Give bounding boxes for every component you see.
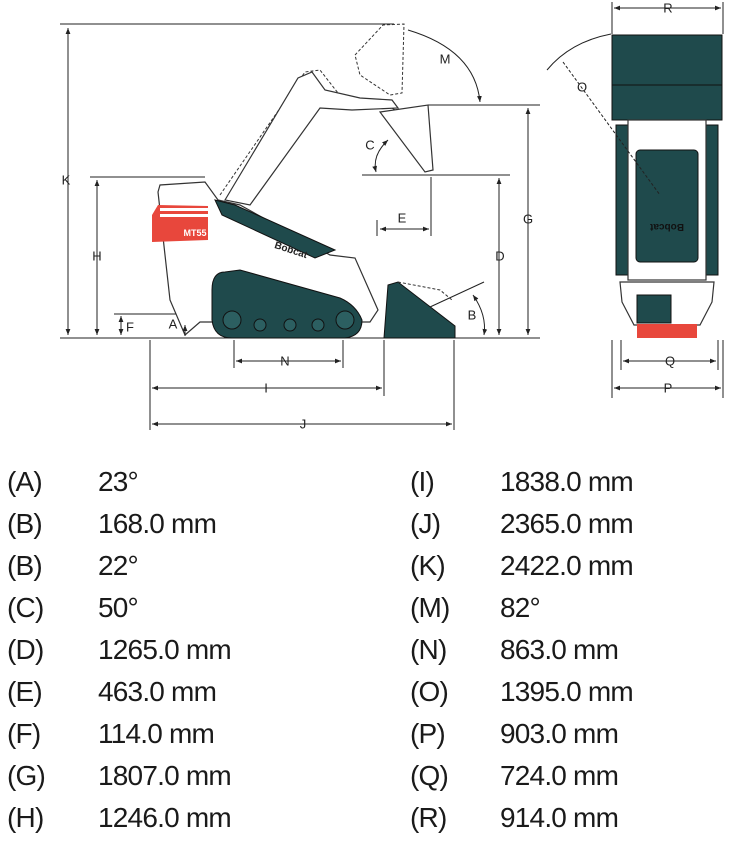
machine-side-view: MT55 Bobcat: [152, 23, 456, 339]
spec-value: 82°: [500, 592, 541, 623]
spec-value: 22°: [98, 550, 139, 581]
spec-value: 1395.0 mm: [500, 676, 634, 707]
spec-code: (Q): [410, 760, 449, 791]
spec-value: 1265.0 mm: [98, 634, 232, 665]
model-badge: MT55: [183, 228, 206, 238]
spec-value: 1838.0 mm: [500, 466, 634, 497]
spec-value: 2365.0 mm: [500, 508, 634, 539]
spec-value: 1246.0 mm: [98, 802, 232, 833]
label-h: H: [92, 248, 101, 263]
spec-code: (F): [7, 718, 41, 749]
spec-code: (B): [7, 550, 43, 581]
spec-value: 1807.0 mm: [98, 760, 232, 791]
spec-value: 463.0 mm: [98, 676, 217, 707]
spec-code: (P): [410, 718, 446, 749]
front-brand-logo: Bobcat: [649, 221, 684, 232]
label-j: J: [300, 416, 307, 431]
spec-code: (I): [410, 466, 435, 497]
dimension-labels: K H F A N I J E D G B C M O R Q P: [62, 0, 675, 431]
spec-value: 2422.0 mm: [500, 550, 634, 581]
label-m: M: [440, 51, 451, 66]
spec-value: 23°: [98, 466, 139, 497]
spec-code: (K): [410, 550, 446, 581]
label-p: P: [664, 380, 673, 395]
spec-code: (J): [410, 508, 441, 539]
spec-code: (G): [7, 760, 46, 791]
label-e: E: [398, 210, 407, 225]
label-f: F: [126, 319, 134, 334]
spec-value: 863.0 mm: [500, 634, 619, 665]
dimension-arrows: [65, 28, 531, 427]
label-g: G: [523, 211, 533, 226]
spec-value: 724.0 mm: [500, 760, 619, 791]
spec-code: (M): [410, 592, 450, 623]
label-c: C: [365, 137, 374, 152]
spec-code: (O): [410, 676, 449, 707]
spec-value: 50°: [98, 592, 139, 623]
label-k: K: [62, 172, 71, 187]
label-o: O: [577, 79, 587, 94]
spec-value: 168.0 mm: [98, 508, 217, 539]
label-q: Q: [665, 353, 675, 368]
label-b: B: [468, 307, 477, 322]
spec-value: 903.0 mm: [500, 718, 619, 749]
spec-code: (N): [410, 634, 447, 665]
spec-code: (E): [7, 676, 43, 707]
label-n: N: [280, 353, 289, 368]
spec-code: (C): [7, 592, 44, 623]
spec-code: (B): [7, 508, 43, 539]
spec-value: 114.0 mm: [98, 718, 215, 749]
spec-code: (D): [7, 634, 44, 665]
machine-front-view: Bobcat: [546, 2, 724, 398]
label-d: D: [495, 248, 504, 263]
spec-code: (R): [410, 802, 447, 833]
spec-code: (A): [7, 466, 43, 497]
spec-value: 914.0 mm: [500, 802, 619, 833]
spec-code: (H): [7, 802, 44, 833]
label-a: A: [169, 316, 178, 331]
label-r: R: [663, 0, 672, 15]
label-i: I: [264, 380, 268, 395]
dimension-diagram: MT55 Bobcat Bobcat: [60, 0, 724, 431]
